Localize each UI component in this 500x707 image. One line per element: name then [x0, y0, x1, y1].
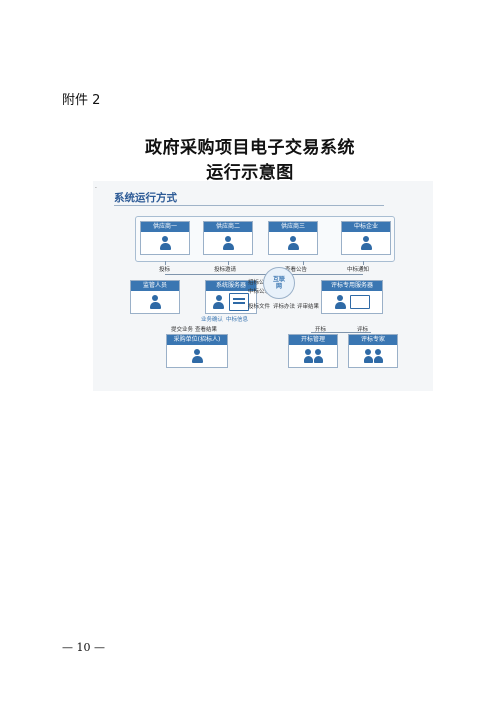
winning-company-node: 中标企业 [341, 221, 391, 255]
label-submit-business: 提交业务 [171, 327, 194, 333]
monitor-icon [349, 295, 370, 309]
globe-label: 互联网 [272, 276, 285, 290]
server-icon [229, 293, 249, 311]
person-icon [360, 235, 372, 251]
label-eval-method: 评标办法 [273, 304, 296, 310]
connector [165, 261, 166, 265]
supplier-2-label: 供应商二 [204, 222, 252, 232]
attachment-label: 附件 2 [62, 93, 101, 108]
supplier-1-label: 供应商一 [141, 222, 189, 232]
winning-company-label: 中标企业 [342, 222, 390, 232]
connector [311, 332, 371, 333]
person-icon [213, 294, 224, 310]
connector [303, 261, 304, 265]
eval-expert-node: 评标专家 [348, 334, 398, 368]
person-icon [222, 235, 234, 251]
system-diagram: · 系统运行方式 供应商一 供应商二 供应商三 中标企业 投标 投标邀请 查看公… [93, 181, 433, 391]
label-bid: 投标 [159, 267, 171, 273]
label-confirm-business: 业务确认 [201, 317, 224, 323]
person-icon [334, 294, 346, 310]
supervisor-label: 监管人员 [131, 281, 179, 291]
label-win-info: 中标信息 [226, 317, 249, 323]
diagram-dot: · [95, 185, 97, 192]
label-open-bid: 开标 [315, 327, 327, 333]
supervisor-node: 监管人员 [130, 280, 180, 314]
person-icon [191, 348, 203, 364]
internet-globe-icon: 互联网 [263, 267, 295, 299]
supplier-3-label: 供应商三 [269, 222, 317, 232]
diagram-heading: 系统运行方式 [114, 192, 177, 204]
system-server-label: 系统服务器 [206, 281, 256, 291]
label-win-notice: 中标通知 [347, 267, 370, 273]
label-view-result: 查看结果 [195, 327, 218, 333]
label-bid-invite: 投标邀请 [214, 267, 237, 273]
supplier-2-node: 供应商二 [203, 221, 253, 255]
label-tender-notice: 招标公告 [248, 280, 271, 286]
document-subtitle: 运行示意图 [206, 163, 294, 183]
person-icon [149, 294, 161, 310]
eval-server-label: 评标专用服务器 [322, 281, 382, 291]
group-icon [363, 348, 383, 364]
label-eval-result: 评审结果 [297, 304, 320, 310]
person-icon [287, 235, 299, 251]
connector [228, 261, 229, 265]
person-icon [159, 235, 171, 251]
label-bid-docs: 投标文件 [248, 304, 271, 310]
label-view-notice: 查看公告 [285, 267, 308, 273]
connector [363, 261, 364, 265]
open-management-label: 开标管理 [289, 335, 337, 345]
eval-server-node: 评标专用服务器 [321, 280, 383, 314]
heading-divider [114, 205, 384, 206]
label-evaluate: 评标 [357, 327, 369, 333]
supplier-1-node: 供应商一 [140, 221, 190, 255]
supplier-3-node: 供应商三 [268, 221, 318, 255]
system-server-node: 系统服务器 [205, 280, 257, 314]
page-number: — 10 — [62, 641, 105, 654]
eval-expert-label: 评标专家 [349, 335, 397, 345]
purchaser-node: 采购单位(招标人) [166, 334, 228, 368]
label-win-publicity: 中标公示 [248, 289, 271, 295]
document-title: 政府采购项目电子交易系统 [145, 138, 355, 158]
open-management-node: 开标管理 [288, 334, 338, 368]
group-icon [303, 348, 323, 364]
purchaser-label: 采购单位(招标人) [167, 335, 227, 345]
